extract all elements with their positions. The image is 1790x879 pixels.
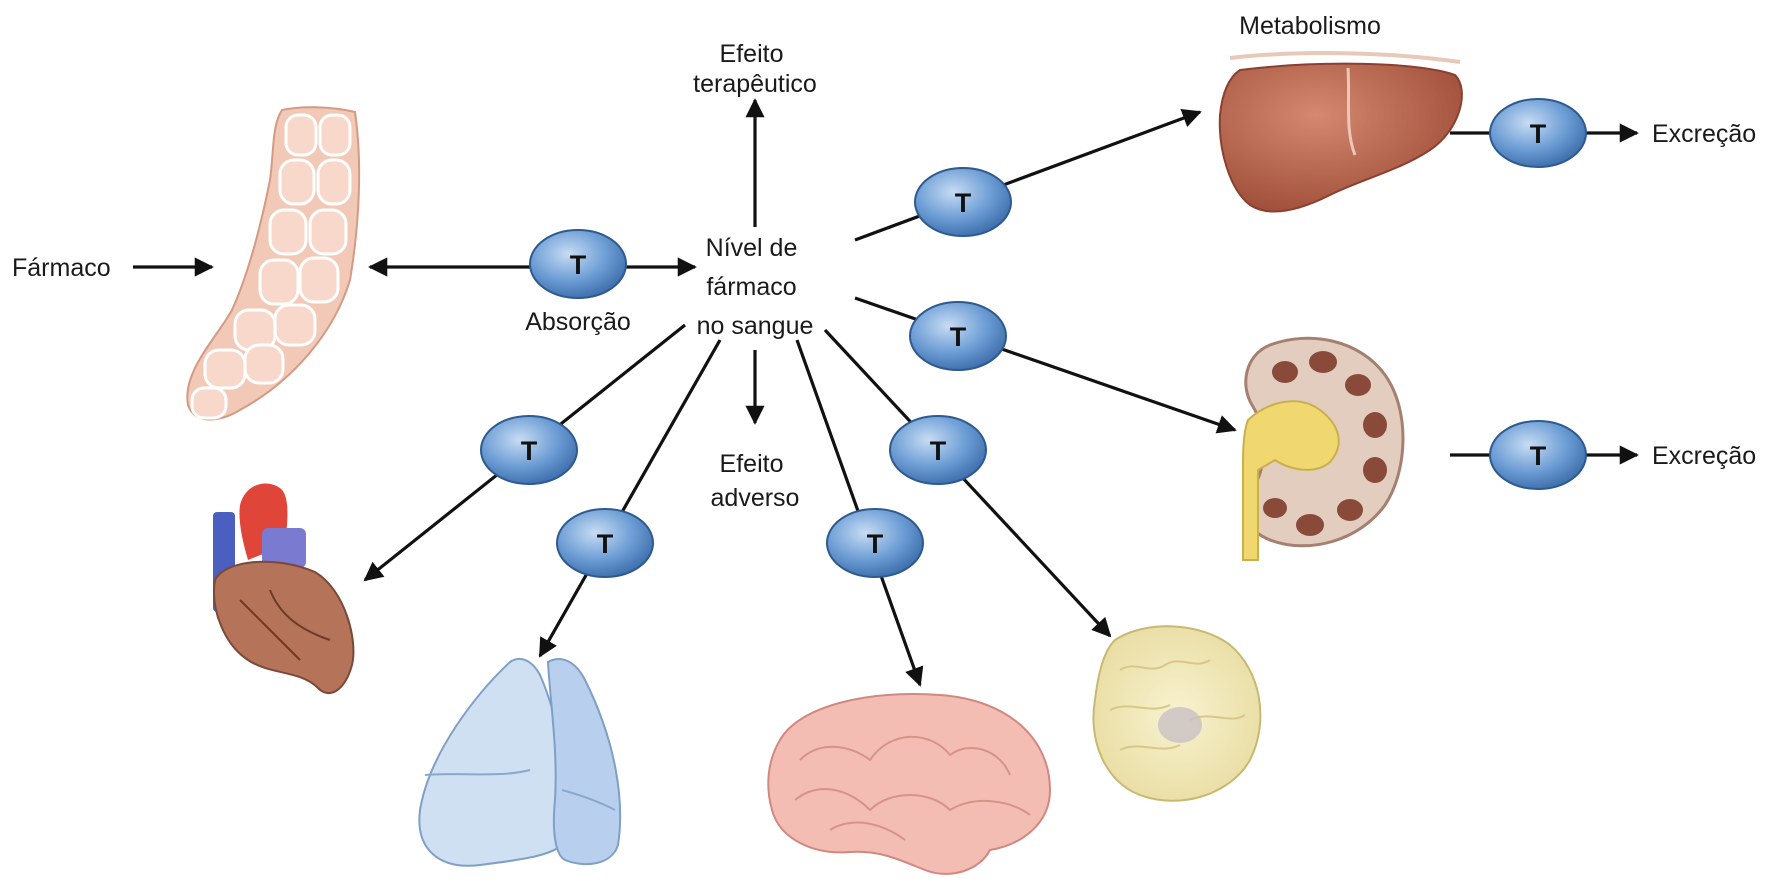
absorption-label: Absorção	[525, 308, 631, 336]
svg-text:T: T	[955, 188, 972, 218]
blood-to-liver-arrow	[855, 112, 1200, 240]
kidney-excretion-label: Excreção	[1652, 442, 1756, 470]
svg-text:T: T	[930, 436, 947, 466]
lungs-organ	[419, 659, 620, 866]
kidney-excretion-transporter: T	[1490, 421, 1586, 489]
svg-text:T: T	[570, 250, 587, 280]
therapeutic-effect-label: Efeito terapêutico	[693, 40, 817, 98]
transporters: T T T T T T T T	[481, 99, 1586, 577]
svg-text:T: T	[521, 436, 538, 466]
svg-text:T: T	[597, 529, 614, 559]
lungs-transporter: T	[557, 509, 653, 577]
blood-to-tissue-arrow	[825, 330, 1110, 636]
brain-organ	[768, 694, 1050, 874]
tissue-transporter: T	[890, 416, 986, 484]
adverse-effect-label: Efeito adverso	[711, 450, 800, 512]
liver-organ	[1220, 53, 1462, 211]
heart-transporter: T	[481, 416, 577, 484]
kidney-transporter: T	[910, 302, 1006, 370]
drug-label: Fármaco	[12, 254, 111, 282]
tissue-organ	[1093, 626, 1260, 801]
absorption-transporter: T	[530, 230, 626, 298]
svg-text:T: T	[867, 529, 884, 559]
intestine-organ	[187, 107, 359, 419]
svg-text:T: T	[1530, 119, 1547, 149]
metabolism-label: Metabolismo	[1239, 12, 1381, 40]
svg-text:T: T	[950, 322, 967, 352]
heart-organ	[213, 483, 353, 693]
liver-excretion-label: Excreção	[1652, 120, 1756, 148]
liver-transporter: T	[915, 168, 1011, 236]
brain-transporter: T	[827, 509, 923, 577]
svg-text:T: T	[1530, 441, 1547, 471]
liver-excretion-transporter: T	[1490, 99, 1586, 167]
blood-level-label: Nível de fármaco no sangue	[697, 234, 814, 340]
blood-to-lungs-arrow	[540, 340, 720, 656]
blood-to-kidney-arrow	[855, 298, 1235, 430]
kidney-organ	[1243, 338, 1403, 560]
